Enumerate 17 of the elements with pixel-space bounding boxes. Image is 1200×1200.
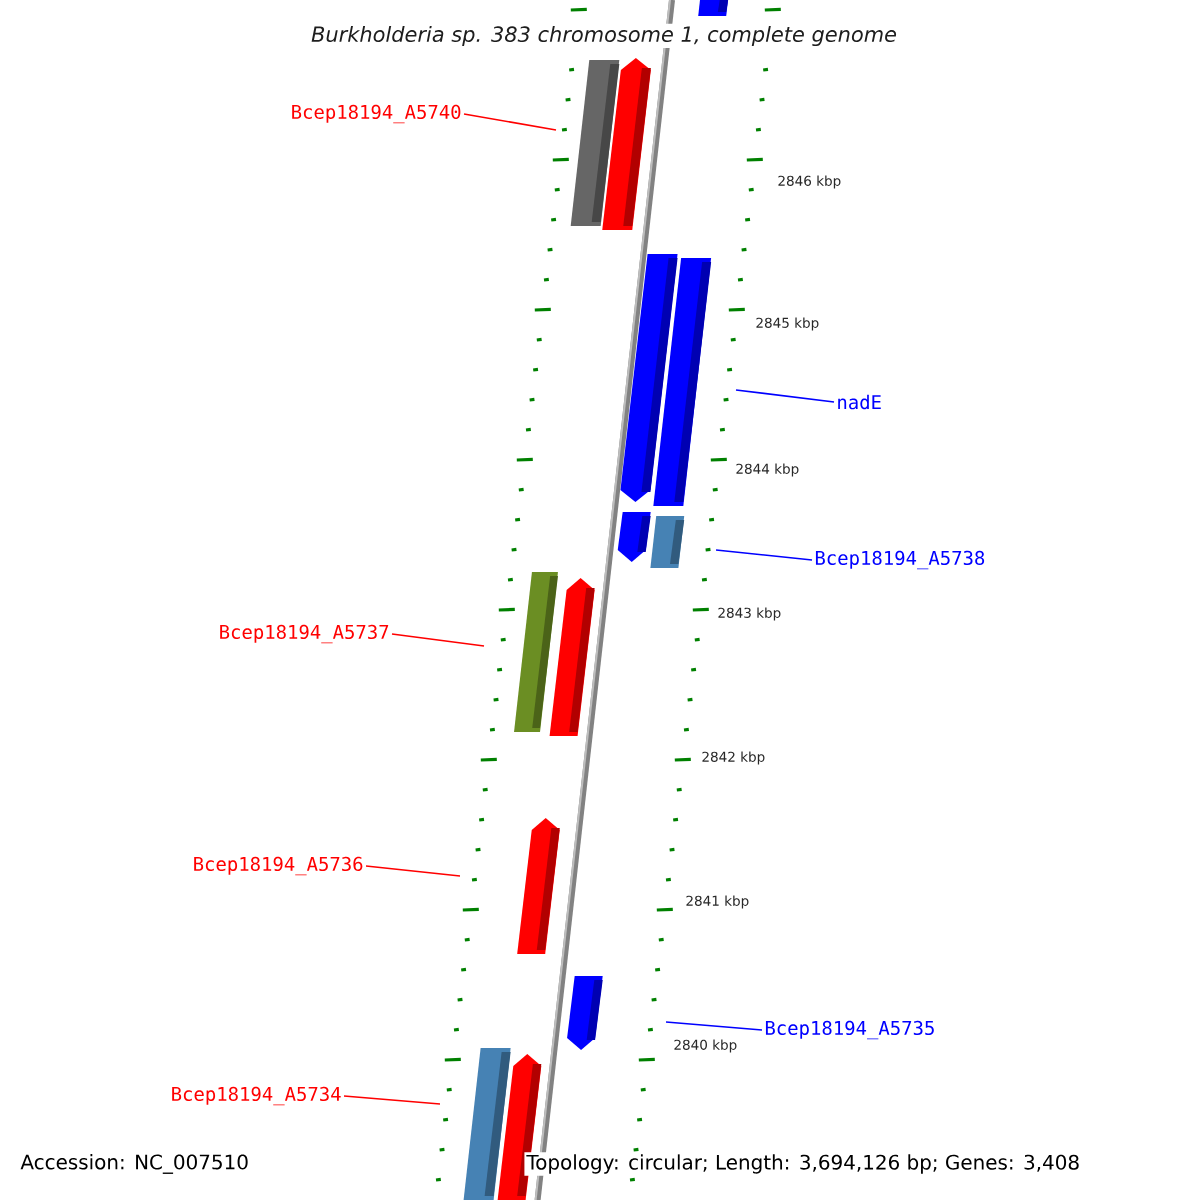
gene-label: Bcep18194_A5738 xyxy=(815,550,985,570)
leader-line xyxy=(391,633,485,647)
leader-line xyxy=(665,1021,763,1031)
gene-label: Bcep18194_A5734 xyxy=(172,1086,341,1106)
leader-line xyxy=(715,549,813,561)
leader-line xyxy=(463,113,557,131)
leader-line xyxy=(735,389,835,403)
gene-label: Bcep18194_A5736 xyxy=(194,856,363,876)
leader-line xyxy=(365,865,461,877)
leader-line xyxy=(343,1095,441,1105)
gene-label: Bcep18194_A5737 xyxy=(220,624,389,644)
gene-label: Bcep18194_A5735 xyxy=(765,1020,934,1040)
gene-label: Bcep18194_A5740 xyxy=(292,104,461,124)
gene-label: nadE xyxy=(838,394,881,410)
title: Burkholderia sp. 383 chromosome 1, complete genome xyxy=(309,23,899,49)
genome-info-label: Topology: circular; Length: 3,694,126 bp; Genes: 3,408 xyxy=(524,1152,1083,1176)
accession-label: Accession: NC_007510 xyxy=(20,1154,248,1174)
